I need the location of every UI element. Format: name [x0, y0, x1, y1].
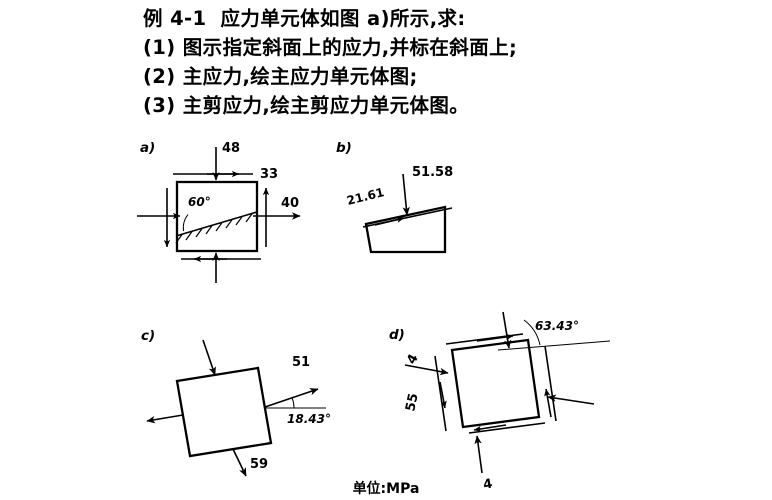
panel-d-label-4-bottom: 4 [482, 477, 494, 493]
panel-a-label: a) [140, 140, 155, 156]
panel-c-right-arrow [264, 388, 326, 409]
panel-c-label: c) [141, 328, 155, 344]
panel-a-inclined-plane [175, 211, 258, 244]
panel-b-label-51-58: 51.58 [412, 165, 453, 180]
panel-a-bottom-arrows [181, 252, 261, 283]
panel-a-angle-label: 60° [188, 195, 211, 209]
panel-b-wedge [364, 205, 447, 254]
panel-d: d) 63.43° [389, 311, 611, 493]
panel-a-label-48: 48 [222, 141, 240, 156]
panel-a-right-normal-arrow [253, 187, 301, 247]
statement-line-1: (1) 图示指定斜面上的应力,并标在斜面上; [143, 36, 518, 59]
statement-line-3: (3) 主剪应力,绘主剪应力单元体图。 [143, 94, 470, 117]
panel-d-right-arrow [544, 388, 595, 418]
panel-b: b) 51.58 21.61 [336, 140, 453, 254]
panel-d-label-55: 55 [403, 392, 421, 413]
panel-d-top-shear-arrow [476, 311, 514, 349]
panel-d-label: d) [389, 327, 405, 343]
panel-b-label-21-61: 21.61 [345, 185, 385, 208]
panel-b-normal-arrow [402, 173, 410, 216]
panel-b-label: b) [336, 140, 352, 156]
panel-c-left-arrow [146, 414, 184, 424]
panel-d-element-square [450, 338, 541, 429]
panel-a: a) 60° [137, 140, 301, 283]
panel-c-label-51: 51 [292, 355, 310, 370]
panel-d-angle-marker [497, 319, 611, 351]
panel-c-top-arrow [202, 339, 216, 376]
panel-d-angle-label: 63.43° [535, 319, 579, 333]
panel-b-shear-arrow [374, 216, 405, 226]
statement-text-0: 应力单元体如图 a)所示,求: [220, 7, 466, 30]
statement-line-0: 例 4-1 应力单元体如图 a)所示,求: [143, 4, 613, 33]
panel-d-bottom-arrows [473, 424, 507, 474]
figure-caption: 单位:MPa [352, 481, 420, 497]
panel-d-left-shear-arrow [439, 381, 447, 409]
panel-c-label-59: 59 [250, 457, 268, 472]
panel-c-element-square [175, 366, 273, 458]
panel-d-left-arrow [404, 364, 449, 376]
panel-a-element-square [175, 180, 259, 253]
panel-a-label-40: 40 [281, 196, 299, 211]
statement-line-2: (2) 主应力,绘主应力单元体图; [143, 65, 418, 88]
panel-c-angle-label: 18.43° [287, 412, 331, 426]
problem-statement: 例 4-1 应力单元体如图 a)所示,求: (1) 图示指定斜面上的应力,并标在斜… [143, 4, 613, 120]
panel-c-bottom-arrow [232, 448, 247, 477]
panel-a-left-shear-arrow [137, 188, 181, 248]
panel-c: c) 59 51 [141, 328, 331, 477]
panel-a-label-33: 33 [260, 167, 278, 182]
example-number: 例 4-1 [143, 7, 207, 30]
